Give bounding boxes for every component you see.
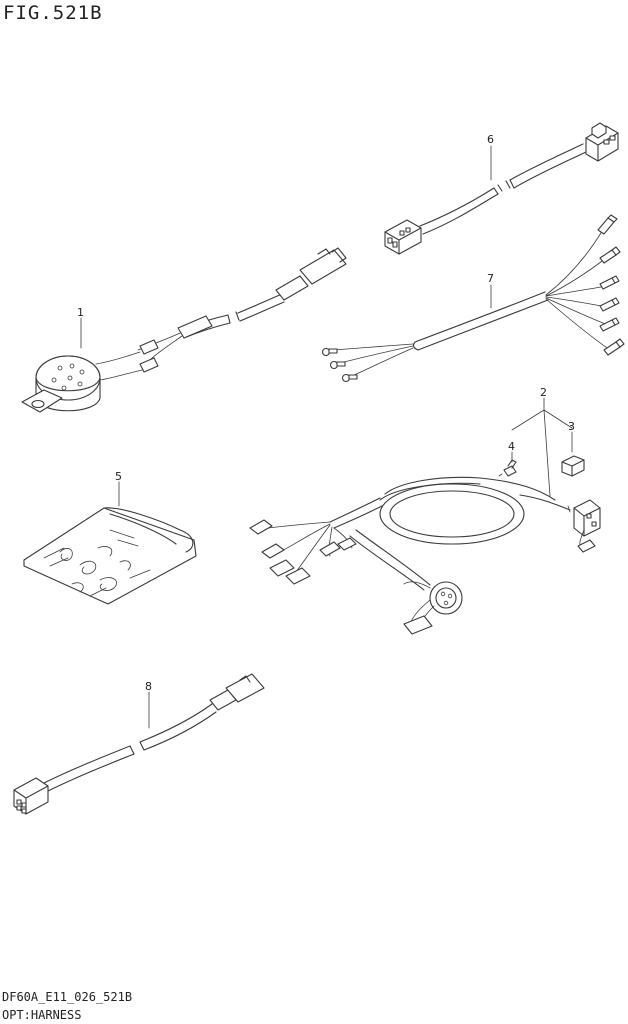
part-8-extension-cable[interactable] <box>13 673 265 815</box>
callout-2: 2 <box>540 386 547 399</box>
callout-8: 8 <box>145 680 152 693</box>
part-5-ties-bag[interactable] <box>23 507 197 605</box>
callout-6: 6 <box>487 133 494 146</box>
drawing-subtitle: OPT:HARNESS <box>2 1008 82 1022</box>
callout-4: 4 <box>508 440 515 453</box>
figure-title: FIG.521B <box>3 2 103 24</box>
bullet-terminals <box>597 214 625 356</box>
part-3-cap[interactable] <box>561 455 585 477</box>
part-6-extension-cable[interactable] <box>384 122 619 255</box>
callout-5: 5 <box>115 470 122 483</box>
drawing-code: DF60A_E11_026_521B <box>2 990 133 1004</box>
callout-7: 7 <box>487 272 494 285</box>
part-2-main-harness[interactable] <box>249 476 601 635</box>
callout-3: 3 <box>568 420 575 433</box>
part-7-sub-harness[interactable] <box>321 214 625 383</box>
callout-leaders <box>80 145 573 729</box>
part-1-buzzer[interactable] <box>21 247 347 413</box>
part-4-screw[interactable] <box>498 459 517 477</box>
callout-1: 1 <box>77 306 84 319</box>
